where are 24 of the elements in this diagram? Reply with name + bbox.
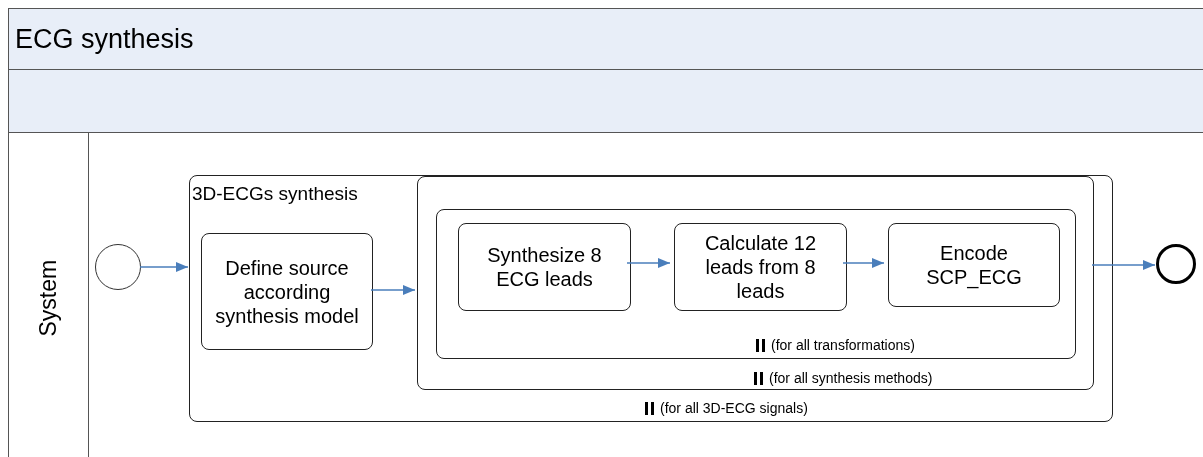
subprocess-box — [436, 209, 1076, 359]
subprocess-box — [417, 176, 1094, 390]
loop-condition: (for all 3D-ECG signals) — [660, 401, 808, 415]
arrow — [370, 285, 416, 295]
arrow — [1091, 260, 1156, 270]
task-label: Define source according synthesis model — [214, 255, 360, 328]
lane-label: System — [34, 259, 63, 337]
pool-title: ECG synthesis — [15, 22, 194, 56]
task-box — [201, 233, 373, 350]
subprocess-title: 3D-ECGs synthesis — [192, 182, 358, 206]
task-box — [888, 223, 1060, 307]
loop-condition: (for all transformations) — [771, 338, 915, 352]
task-box — [458, 223, 631, 311]
loop-condition: (for all synthesis methods) — [769, 371, 933, 385]
subprocess-box — [189, 175, 1113, 422]
arrow — [842, 258, 885, 268]
arrow — [626, 258, 671, 268]
task-label: Calculate 12 leads from 8 leads — [703, 231, 818, 303]
task-label: Encode SCP_ECG — [925, 241, 1023, 289]
arrow — [139, 262, 189, 272]
empty-band — [8, 70, 1203, 133]
pool-header-band — [8, 8, 1203, 70]
task-label: Synthesize 8 ECG leads — [486, 243, 603, 291]
task-box — [674, 223, 847, 311]
